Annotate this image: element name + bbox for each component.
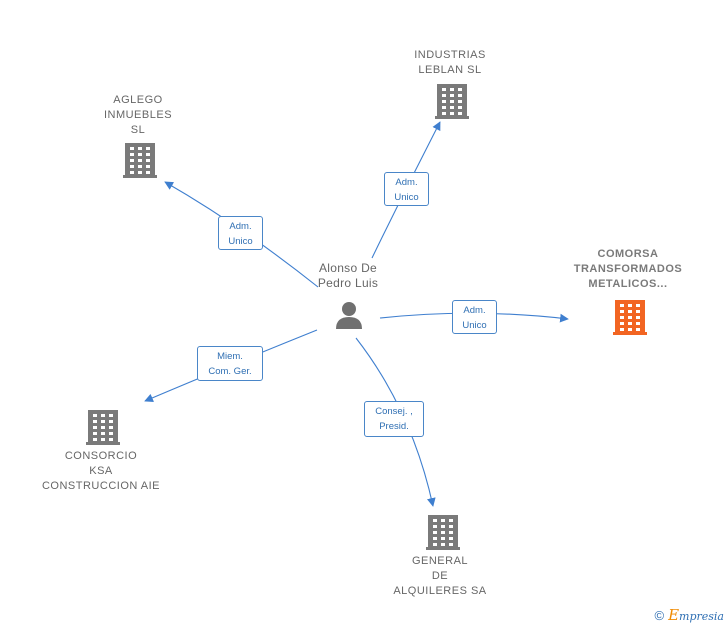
company-label-consorcio[interactable]: CONSORCIO KSA CONSTRUCCION AIE — [41, 450, 160, 492]
building-icon-comorsa[interactable] — [613, 300, 647, 335]
edges-layer — [144, 121, 569, 507]
person-label[interactable]: Alonso De Pedro Luis — [317, 261, 379, 290]
edge-label-comorsa[interactable]: Adm. Unico — [452, 300, 497, 334]
building-icon-industrias[interactable] — [435, 84, 469, 119]
company-label-industrias[interactable]: INDUSTRIAS LEBLAN SL — [414, 49, 486, 76]
edge-label-consorcio[interactable]: Miem. Com. Ger. — [197, 346, 263, 381]
footer-brand: ©Empresia — [654, 606, 724, 624]
edge-label-aglego[interactable]: Adm. Unico — [218, 216, 263, 250]
building-icon-consorcio[interactable] — [86, 410, 120, 445]
building-icon-aglego[interactable] — [123, 143, 157, 178]
copyright-symbol: © — [654, 608, 665, 623]
person-icon[interactable] — [336, 302, 362, 329]
edge-label-general[interactable]: Consej. , Presid. — [364, 401, 424, 437]
edge-label-industrias[interactable]: Adm. Unico — [384, 172, 429, 206]
brand-logo-initial: E — [668, 606, 680, 624]
company-label-comorsa[interactable]: COMORSA TRANSFORMADOS METALICOS... — [573, 248, 683, 290]
company-label-general[interactable]: GENERAL DE ALQUILERES SA — [393, 555, 487, 597]
building-icon-general[interactable] — [426, 515, 460, 550]
company-label-aglego[interactable]: AGLEGO INMUEBLES SL — [103, 94, 173, 136]
brand-logo-text: mpresia — [679, 610, 724, 623]
